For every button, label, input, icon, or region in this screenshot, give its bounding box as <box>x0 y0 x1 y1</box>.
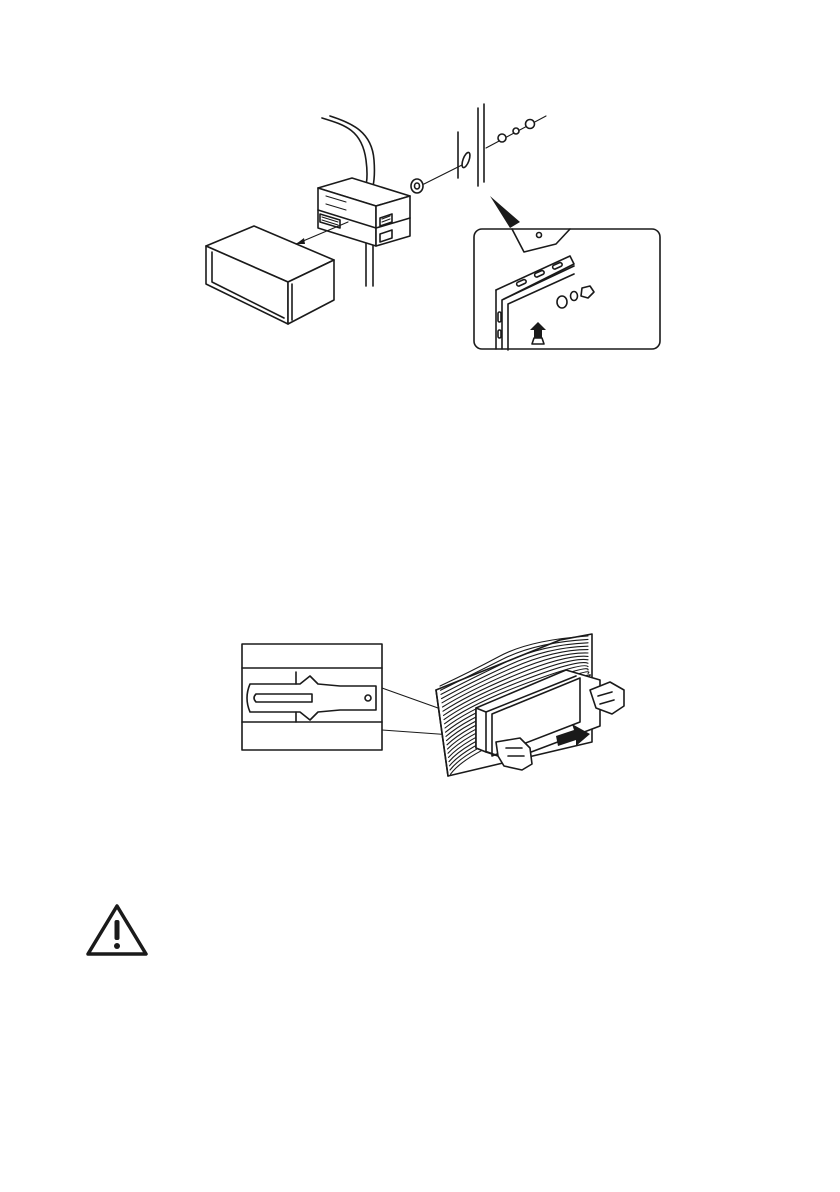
release-key-inset <box>242 644 382 750</box>
removal-diagram <box>0 0 840 800</box>
warning-triangle-icon <box>84 902 150 958</box>
